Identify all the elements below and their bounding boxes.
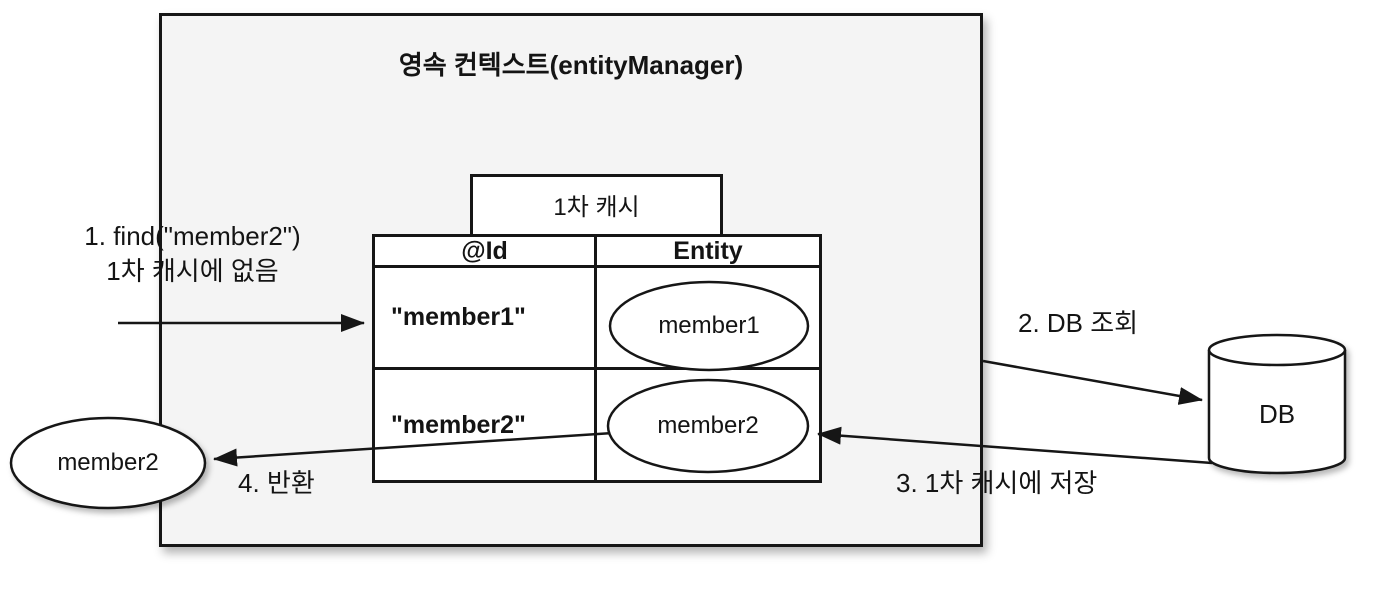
table-row-id-member2: "member2" <box>375 370 597 480</box>
annotation-step1-line1: 1. find("member2") <box>84 221 301 251</box>
persistence-context-title: 영속 컨텍스트(entityManager) <box>398 50 744 80</box>
db-label: DB <box>1258 399 1296 429</box>
annotation-step1: 1. find("member2") 1차 캐시에 없음 <box>40 219 345 289</box>
arrow-step2-db-query <box>982 359 1203 405</box>
annotation-step4: 4. 반환 <box>238 468 315 498</box>
annotation-step2: 2. DB 조회 <box>1018 308 1139 338</box>
annotation-step3: 3. 1차 캐시에 저장 <box>896 468 1098 498</box>
annotation-step1-line2: 1차 캐시에 없음 <box>106 256 279 286</box>
table-row-id-member1: "member1" <box>375 268 597 370</box>
entity-label-member1: member1 <box>658 312 760 339</box>
first-level-cache-label: 1차 캐시 <box>553 193 640 221</box>
entity-label-member2: member2 <box>657 412 759 439</box>
first-level-cache-tab: 1차 캐시 <box>470 174 723 238</box>
table-header-entity: Entity <box>597 237 819 268</box>
table-header-id: @Id <box>375 237 597 268</box>
result-entity-label: member2 <box>57 449 159 476</box>
cache-table: @Id Entity "member1" "member2" <box>372 234 822 483</box>
